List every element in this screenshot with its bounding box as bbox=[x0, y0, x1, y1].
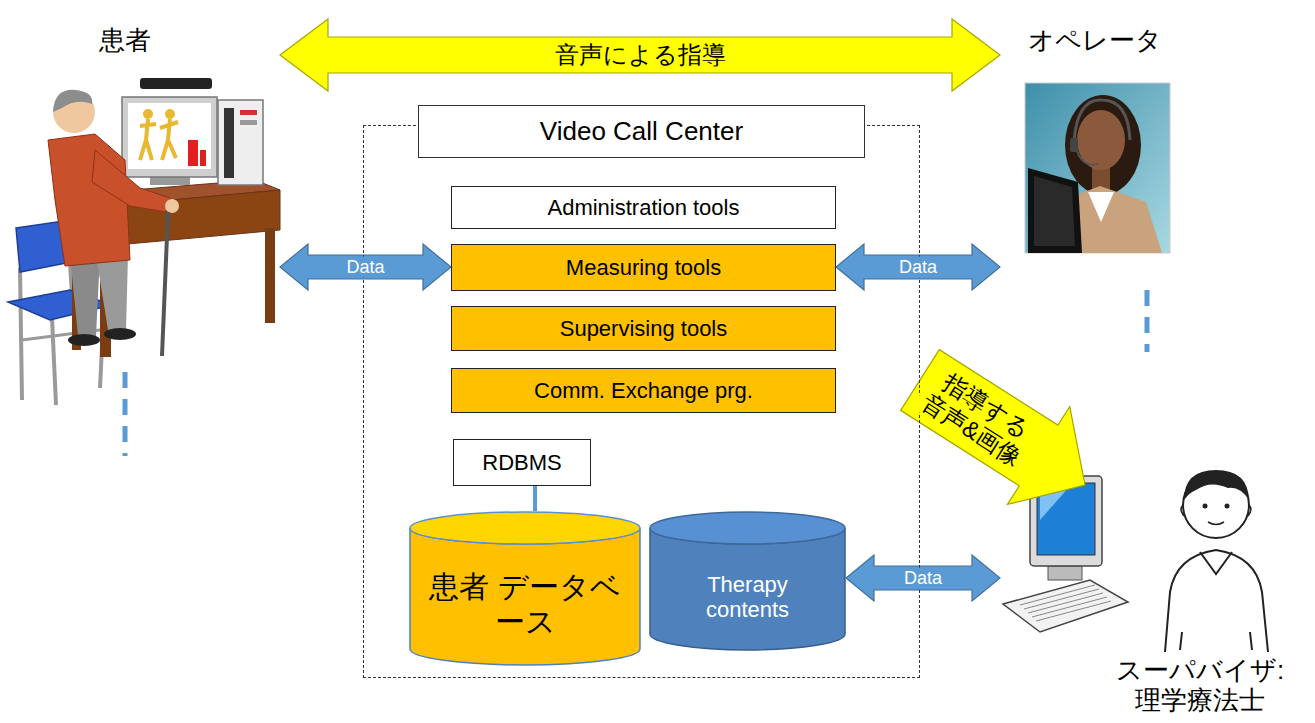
monitor-part bbox=[143, 109, 153, 119]
connector bbox=[836, 244, 1000, 290]
operator-illustration-part bbox=[1025, 83, 1170, 253]
content-cylinder: Therapy contents bbox=[649, 511, 846, 651]
tool-box: Measuring tools bbox=[451, 244, 836, 291]
supervisor-illustration-part bbox=[1225, 504, 1230, 509]
edge-label: 指導する音声&画像 bbox=[912, 361, 1047, 475]
supervisor-illustration-part-part bbox=[1036, 601, 1111, 621]
pc-tower-part bbox=[240, 110, 257, 115]
patient-figure-part bbox=[104, 328, 136, 340]
connector bbox=[901, 350, 1085, 505]
supervisor-illustration-part bbox=[1184, 470, 1249, 500]
supervisor-illustration bbox=[1003, 470, 1268, 652]
folding-chair-part bbox=[20, 268, 22, 400]
monitor-part bbox=[200, 150, 206, 166]
monitor-part bbox=[165, 109, 175, 119]
supervisor-illustration-part bbox=[1003, 580, 1128, 632]
database-cylinder: 患者 データベース bbox=[409, 511, 641, 666]
cylinder-top bbox=[410, 512, 640, 544]
patient-figure-part bbox=[165, 199, 179, 213]
operator-illustration-part bbox=[1074, 100, 1130, 140]
operator-illustration-part bbox=[1070, 138, 1078, 152]
patient-figure-part bbox=[92, 150, 170, 212]
edge-label: 音声による指導 bbox=[551, 41, 730, 69]
monitor-part bbox=[140, 119, 156, 160]
operator-illustration-part bbox=[1077, 110, 1125, 170]
supervisor-illustration-part bbox=[1208, 522, 1224, 525]
patient-figure-part bbox=[68, 334, 100, 346]
operator-illustration-part bbox=[1088, 192, 1114, 222]
supervisor-illustration-part bbox=[1165, 550, 1268, 652]
connector bbox=[533, 486, 537, 511]
monitor bbox=[122, 97, 217, 185]
connector bbox=[280, 19, 1000, 91]
dbms-box: RDBMS bbox=[453, 439, 591, 486]
patient-figure-part bbox=[53, 90, 92, 112]
patient-figure-part bbox=[162, 212, 168, 356]
patient-illustration bbox=[8, 78, 280, 456]
node-text: 患者 データベース bbox=[425, 570, 625, 639]
monitor-part bbox=[128, 103, 211, 169]
tool-box: Supervising tools bbox=[451, 306, 836, 351]
pc-tower bbox=[218, 100, 263, 185]
operator-illustration-part bbox=[1076, 148, 1098, 165]
supervisor-illustration-part-part bbox=[1024, 589, 1099, 609]
tool-box: Comm. Exchange prg. bbox=[451, 368, 836, 413]
folding-chair-part bbox=[52, 318, 56, 405]
patient-figure: 患者 bbox=[0, 20, 280, 405]
cylinder-top bbox=[650, 512, 845, 544]
monitor-part bbox=[160, 119, 178, 160]
node-text: Administration tools bbox=[548, 195, 740, 220]
cylinder-body bbox=[650, 528, 845, 650]
edge-label: Data bbox=[900, 568, 946, 589]
supervisor-illustration-part bbox=[1181, 505, 1251, 516]
patient-figure-part bbox=[96, 255, 128, 330]
connector bbox=[280, 244, 451, 290]
pc-tower-part bbox=[224, 108, 234, 178]
edge-label: Data bbox=[342, 257, 388, 278]
supervisor-illustration-part bbox=[1020, 585, 1111, 621]
continuation-dash bbox=[123, 372, 128, 456]
operator-illustration-part bbox=[1034, 176, 1075, 246]
continuation-dash bbox=[1145, 290, 1150, 352]
node-text: RDBMS bbox=[482, 450, 561, 475]
patient-figure-part bbox=[70, 255, 100, 336]
patient-figure-part bbox=[48, 134, 130, 266]
connector bbox=[846, 555, 1000, 601]
region-heading: Video Call Center bbox=[418, 105, 865, 158]
edge-label: Data bbox=[895, 257, 941, 278]
tool-box: Administration tools bbox=[451, 186, 836, 229]
node-text: オペレータ bbox=[1028, 26, 1162, 56]
supervisor-illustration-part bbox=[1180, 632, 1252, 650]
node-text: Therapy contents bbox=[673, 572, 823, 623]
supervisor-illustration-part bbox=[1203, 504, 1208, 509]
operator-illustration bbox=[1025, 83, 1170, 352]
node-text: 患者 bbox=[99, 26, 151, 56]
system-region: Video Call CenterAdministration toolsMea… bbox=[363, 125, 920, 678]
monitor-part bbox=[122, 97, 217, 177]
node-text: スーパバイザ: 理学療法士 bbox=[1110, 656, 1290, 716]
operator-figure: オペレータ bbox=[1000, 20, 1190, 290]
depth-sensor bbox=[140, 78, 212, 89]
cylinder-body bbox=[410, 528, 640, 665]
supervisor-illustration-part-part bbox=[1020, 585, 1095, 605]
supervisor-figure: スーパバイザ: 理学療法士 bbox=[1000, 485, 1290, 718]
pc-tower-part bbox=[240, 120, 257, 125]
operator-illustration-part bbox=[1065, 95, 1141, 195]
desk-part bbox=[265, 228, 275, 323]
monitor-part bbox=[188, 140, 198, 166]
node-text: Supervising tools bbox=[560, 316, 728, 341]
node-text: Comm. Exchange prg. bbox=[534, 378, 753, 403]
operator-illustration-part bbox=[1028, 168, 1082, 253]
supervisor-illustration-part bbox=[1200, 552, 1232, 574]
node-text: Measuring tools bbox=[566, 255, 721, 280]
patient-figure bbox=[48, 90, 179, 356]
supervisor-illustration-part-part bbox=[1032, 597, 1107, 617]
pc-tower-part bbox=[218, 100, 263, 185]
supervisor-illustration-part-part bbox=[1028, 593, 1103, 613]
supervisor-illustration-part bbox=[1048, 566, 1082, 580]
